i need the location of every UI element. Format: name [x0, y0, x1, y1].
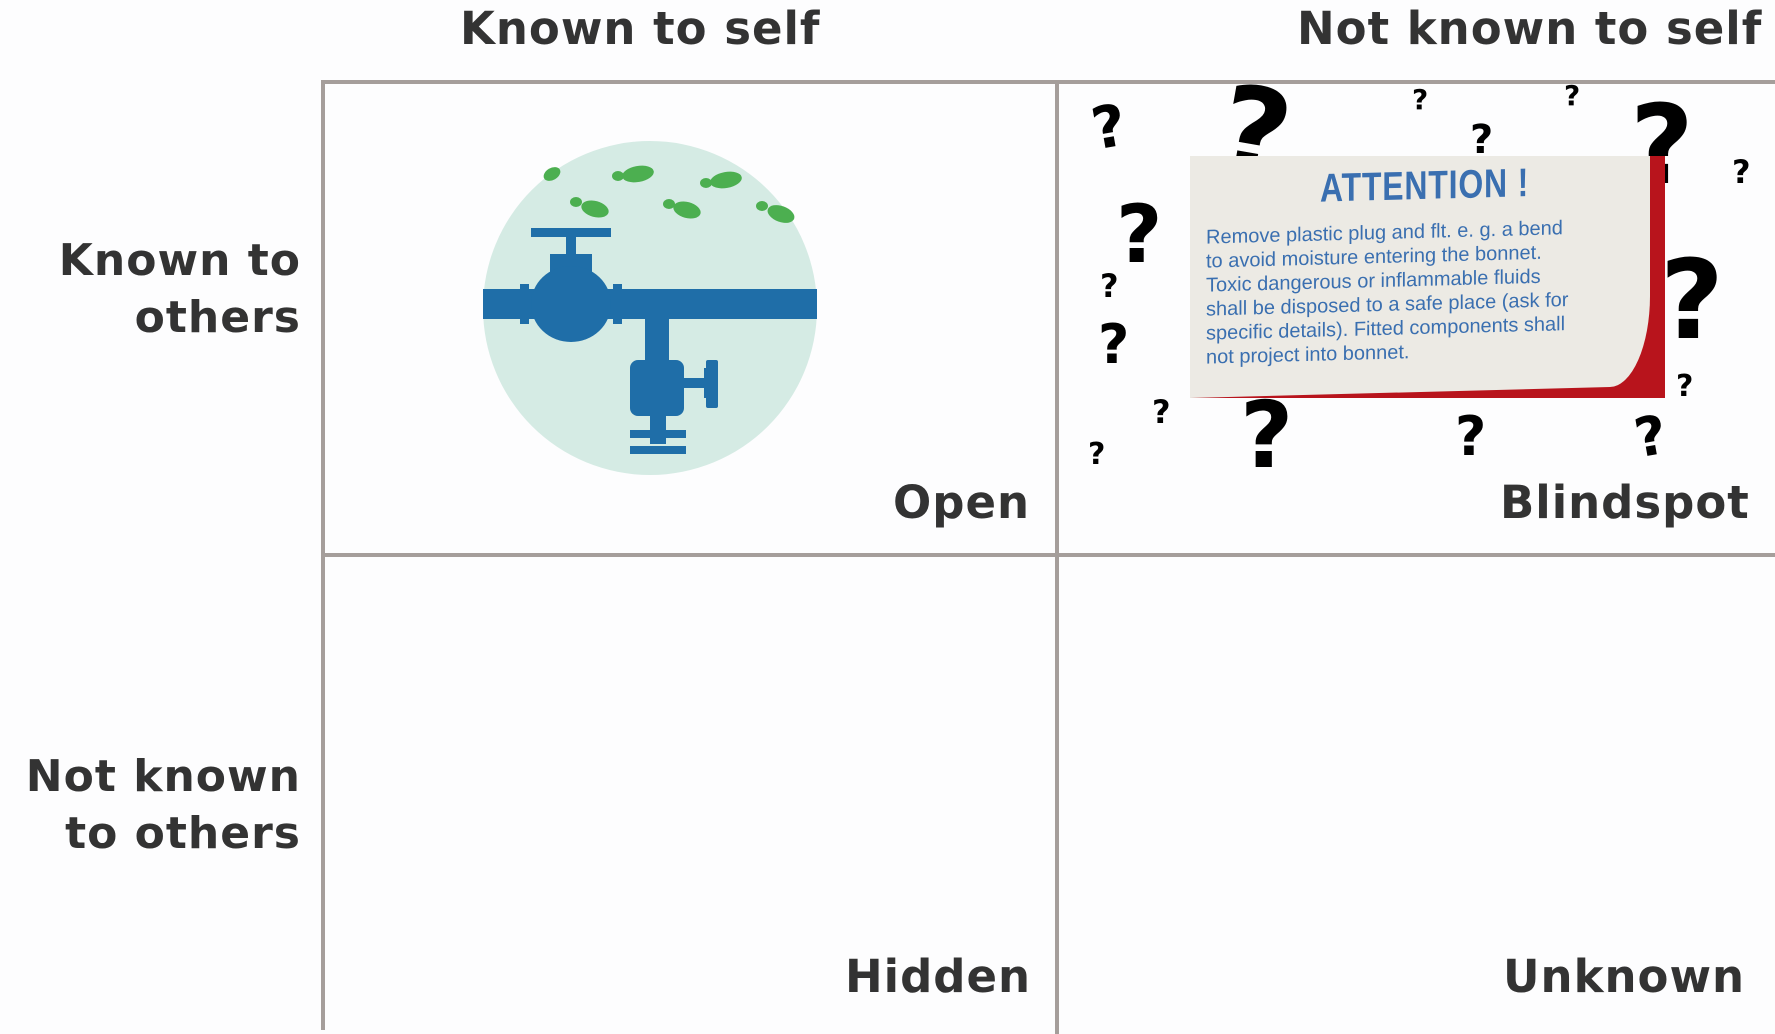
question-mark-icon: ? [1100, 267, 1119, 305]
attention-sign-photo: ATTENTION ! Remove plastic plug and flt.… [1190, 156, 1665, 398]
footprints-icon [543, 165, 795, 223]
attention-sign-paper: ATTENTION ! Remove plastic plug and flt.… [1190, 156, 1650, 398]
row-header-line: others [134, 292, 301, 343]
question-mark-icon: ? [1088, 437, 1106, 472]
row-header-known-to-others: Known to others [59, 232, 301, 346]
row-header-line: Not known [25, 751, 301, 802]
question-mark-icon: ? [1660, 236, 1724, 364]
grid-divider-vertical [1055, 80, 1059, 1034]
quadrant-label-open: Open [893, 476, 1031, 529]
question-mark-icon: ? [1240, 382, 1294, 489]
column-header-not-known-to-self: Not known to self [1297, 2, 1763, 55]
pipe-icon [483, 228, 817, 454]
question-mark-icon: ? [1564, 79, 1581, 112]
question-mark-icon: ? [1470, 117, 1494, 163]
quadrant-label-blindspot: Blindspot [1500, 476, 1750, 529]
question-mark-icon: ? [1455, 405, 1487, 468]
column-header-known-to-self: Known to self [460, 2, 821, 55]
row-header-line: to others [65, 808, 301, 859]
question-mark-icon: ? [1116, 188, 1163, 281]
pipe-valve-icon [483, 141, 817, 475]
attention-heading: ATTENTION ! [1320, 161, 1530, 211]
attention-body: Remove plastic plug and flt. e. g. a ben… [1206, 214, 1636, 369]
question-mark-icon: ? [1732, 153, 1751, 191]
question-mark-icon: ? [1676, 369, 1694, 404]
question-mark-icon: ? [1098, 313, 1130, 376]
question-mark-icon: ? [1412, 83, 1429, 116]
grid-divider-horizontal [321, 553, 1775, 557]
quadrant-label-hidden: Hidden [845, 950, 1032, 1003]
quadrant-label-unknown: Unknown [1503, 950, 1746, 1003]
row-header-line: Known to [58, 235, 301, 286]
question-mark-icon: ? [1152, 393, 1171, 431]
row-header-not-known-to-others: Not known to others [26, 748, 301, 862]
